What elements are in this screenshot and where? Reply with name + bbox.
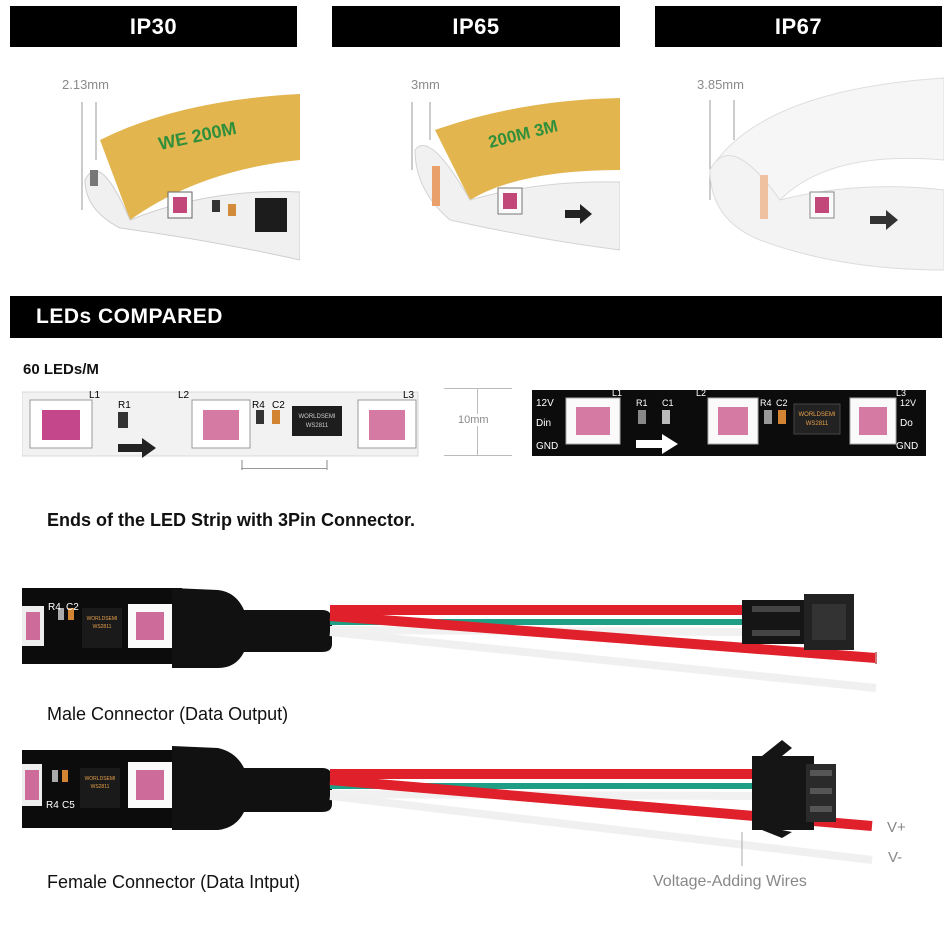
- svg-text:L3: L3: [896, 388, 906, 398]
- leds-compared-title: LEDs COMPARED: [36, 305, 223, 328]
- strip-width-label: 10mm: [456, 414, 491, 426]
- ip30-label: IP30: [129, 13, 178, 39]
- svg-text:GND: GND: [896, 441, 918, 452]
- ip67-thickness: 3.85mm: [697, 77, 744, 92]
- svg-text:C2: C2: [272, 400, 285, 411]
- male-strip-label-r4: R4: [48, 602, 61, 613]
- leds-compared-header: LEDs COMPARED: [10, 296, 942, 338]
- female-connector-caption: Female Connector (Data Intput): [47, 872, 301, 892]
- svg-text:GND: GND: [536, 441, 558, 452]
- male-connector-image: WORLDSEMI WS2811 R4 C2: [22, 588, 877, 692]
- black-strip-diagram: WORLDSEMI WS2811 12V Din GND L1 R1 C1 L2…: [532, 388, 926, 456]
- male-connector-caption: Male Connector (Data Output): [47, 704, 289, 724]
- svg-text:L1: L1: [612, 388, 622, 398]
- svg-text:WORLDSEMI: WORLDSEMI: [298, 414, 335, 420]
- ip67-header: IP67: [655, 6, 942, 47]
- svg-text:L2: L2: [696, 388, 706, 398]
- ip65-label: IP65: [452, 13, 500, 39]
- female-connector-image: WORLDSEMI WS2811 R4 C5: [22, 740, 873, 866]
- svg-text:C1: C1: [662, 398, 674, 408]
- v-plus-label: V+: [887, 819, 906, 836]
- svg-text:L3: L3: [403, 390, 415, 401]
- v-minus-label: V-: [888, 849, 903, 866]
- svg-text:C2: C2: [776, 398, 788, 408]
- white-strip-measure-line: [241, 468, 327, 469]
- svg-text:WS2811: WS2811: [91, 784, 110, 790]
- ip67-strip-image: [709, 77, 944, 271]
- ends-title: Ends of the LED Strip with 3Pin Connecto…: [47, 510, 416, 530]
- ip30-header: IP30: [10, 6, 297, 47]
- svg-text:WS2811: WS2811: [306, 423, 329, 429]
- svg-text:12V: 12V: [536, 398, 554, 409]
- svg-text:C5: C5: [62, 800, 75, 811]
- white-strip-diagram: WORLDSEMI WS2811 L1 R1 L2 R4 C2 L3: [22, 390, 419, 470]
- svg-text:R4: R4: [252, 400, 265, 411]
- svg-text:WORLDSEMI: WORLDSEMI: [87, 616, 118, 622]
- ip65-thickness: 3mm: [411, 77, 440, 92]
- svg-text:R1: R1: [636, 398, 648, 408]
- svg-text:R4: R4: [760, 398, 772, 408]
- svg-text:WS2811: WS2811: [93, 624, 112, 630]
- ip67-label: IP67: [774, 13, 823, 39]
- ip65-strip-image: 200M 3M: [411, 98, 620, 251]
- voltage-wires-label: Voltage-Adding Wires: [653, 873, 807, 890]
- leds-density: 60 LEDs/M: [23, 361, 99, 378]
- ip65-header: IP65: [332, 6, 620, 47]
- ip30-strip-image: WE 200M: [81, 94, 300, 261]
- svg-text:WS2811: WS2811: [806, 421, 829, 427]
- svg-text:WORLDSEMI: WORLDSEMI: [798, 412, 835, 418]
- svg-text:R1: R1: [118, 400, 131, 411]
- ip30-thickness: 2.13mm: [62, 77, 109, 92]
- svg-text:L2: L2: [178, 390, 190, 401]
- svg-text:12V: 12V: [900, 398, 916, 408]
- svg-text:Do: Do: [900, 418, 913, 429]
- svg-text:Din: Din: [536, 418, 551, 429]
- svg-text:R4: R4: [46, 800, 59, 811]
- svg-text:L1: L1: [89, 390, 101, 401]
- svg-text:C2: C2: [66, 602, 79, 613]
- svg-text:WORLDSEMI: WORLDSEMI: [85, 776, 116, 782]
